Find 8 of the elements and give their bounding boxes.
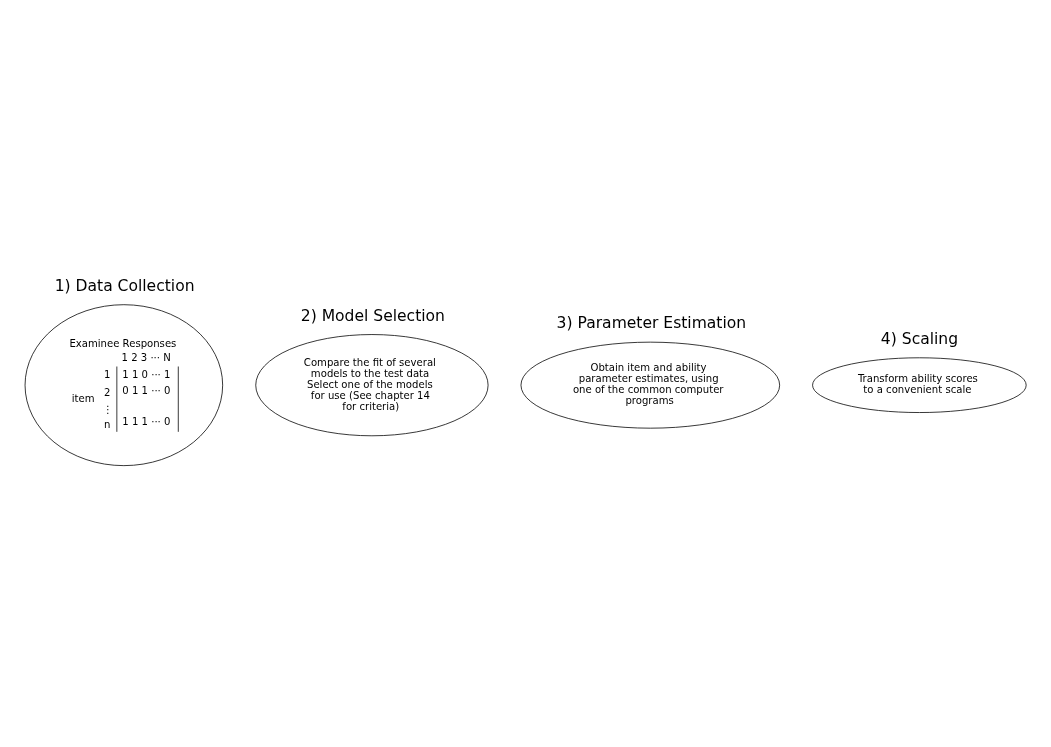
node-ellipse: Examinee Responses 1 2 3 ··· N item 1 1 1 0 ··· 1 0 1 1 ··· 0 1 1 1 ··· 0 2 ⋮ n (24, 304, 224, 466)
node-ellipse: Compare the fit of several models to the test data Select one of the models for use (See chapter 14 for criteria) (255, 334, 489, 437)
node-ellipse: Obtain item and ability parameter estimates, using one of the common computer programs (520, 341, 781, 429)
node-label: 4) Scaling (880, 329, 959, 348)
node-ellipse: Transform ability scores to a convenient scale (812, 357, 1027, 413)
node-label: 1) Data Collection (54, 276, 195, 295)
node-label: 2) Model Selection (300, 306, 445, 325)
node-label: 3) Parameter Estimation (556, 314, 747, 333)
